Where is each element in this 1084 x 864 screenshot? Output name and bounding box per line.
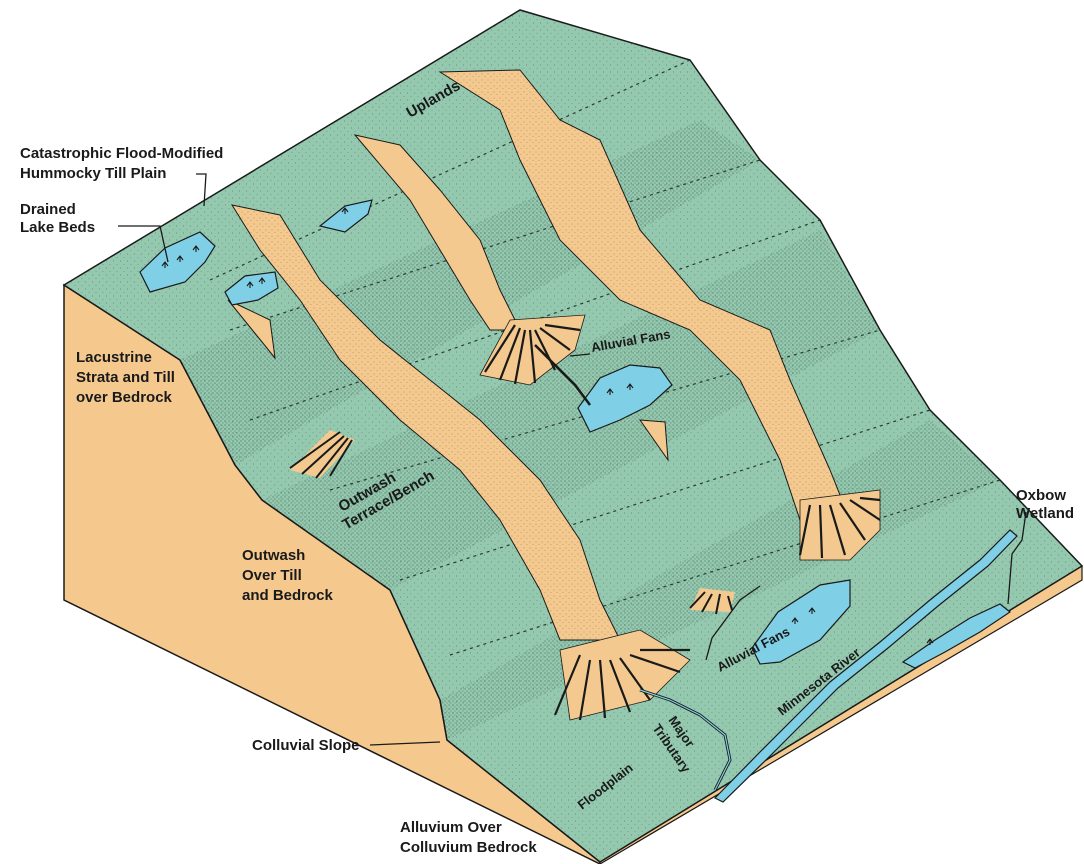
label-oxbow-2: Wetland [1016, 505, 1074, 522]
label-alluvium-1: Alluvium Over [400, 819, 502, 836]
label-lacustrine-1: Lacustrine [76, 349, 152, 366]
label-outwash-over-1: Outwash [242, 547, 305, 564]
label-catastrophic-2: Hummocky Till Plain [20, 165, 166, 182]
label-drained-1: Drained [20, 201, 76, 218]
label-lacustrine-3: over Bedrock [76, 389, 173, 406]
label-alluvium-2: Colluvium Bedrock [400, 839, 537, 856]
label-drained-2: Lake Beds [20, 219, 95, 236]
label-outwash-over-3: and Bedrock [242, 587, 334, 604]
label-oxbow-1: Oxbow [1016, 487, 1066, 504]
label-outwash-over-2: Over Till [242, 567, 302, 584]
label-lacustrine-2: Strata and Till [76, 369, 175, 386]
label-catastrophic-1: Catastrophic Flood-Modified [20, 145, 223, 162]
label-colluvial-slope: Colluvial Slope [252, 737, 360, 754]
